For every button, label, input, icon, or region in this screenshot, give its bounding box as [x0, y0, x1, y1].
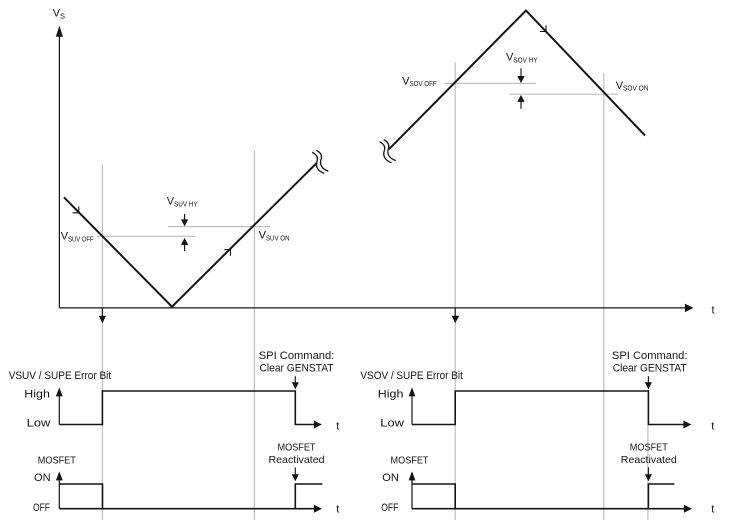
svg-text:t: t [712, 305, 715, 317]
svg-text:Reactivated: Reactivated [269, 455, 325, 466]
svg-text:VSOV / SUPE Error Bit: VSOV / SUPE Error Bit [360, 370, 463, 382]
svg-text:SPI Command:: SPI Command: [259, 350, 335, 362]
svg-text:OFF: OFF [33, 502, 50, 514]
svg-text:VSOV ON: VSOV ON [616, 80, 649, 93]
svg-text:Clear GENSTAT: Clear GENSTAT [260, 362, 334, 374]
svg-text:Low: Low [27, 418, 51, 430]
svg-text:VS: VS [53, 7, 65, 20]
svg-text:t: t [711, 504, 714, 516]
svg-text:OFF: OFF [381, 502, 398, 514]
svg-text:t: t [336, 504, 339, 516]
svg-text:SPI Command:: SPI Command: [612, 350, 688, 362]
svg-text:VSUV OFF: VSUV OFF [61, 231, 94, 244]
svg-text:High: High [378, 389, 404, 401]
svg-text:t: t [711, 421, 714, 433]
svg-text:VSOV OFF: VSOV OFF [402, 75, 437, 88]
svg-text:VSOV HY: VSOV HY [506, 52, 538, 65]
svg-text:MOSFET: MOSFET [391, 456, 429, 467]
svg-text:Low: Low [380, 418, 404, 430]
svg-text:t: t [336, 421, 339, 433]
svg-text:VSUV / SUPE Error Bit: VSUV / SUPE Error Bit [9, 370, 112, 382]
svg-text:ON: ON [34, 472, 51, 484]
svg-text:Clear GENSTAT: Clear GENSTAT [613, 362, 687, 374]
svg-text:Reactivated: Reactivated [621, 455, 677, 466]
svg-text:MOSFET: MOSFET [630, 443, 669, 454]
svg-text:MOSFET: MOSFET [38, 456, 76, 467]
svg-text:ON: ON [382, 472, 399, 484]
svg-text:High: High [24, 389, 50, 401]
svg-text:VSUV ON: VSUV ON [259, 230, 290, 243]
svg-text:VSUV HY: VSUV HY [167, 196, 198, 209]
svg-text:MOSFET: MOSFET [278, 443, 317, 454]
